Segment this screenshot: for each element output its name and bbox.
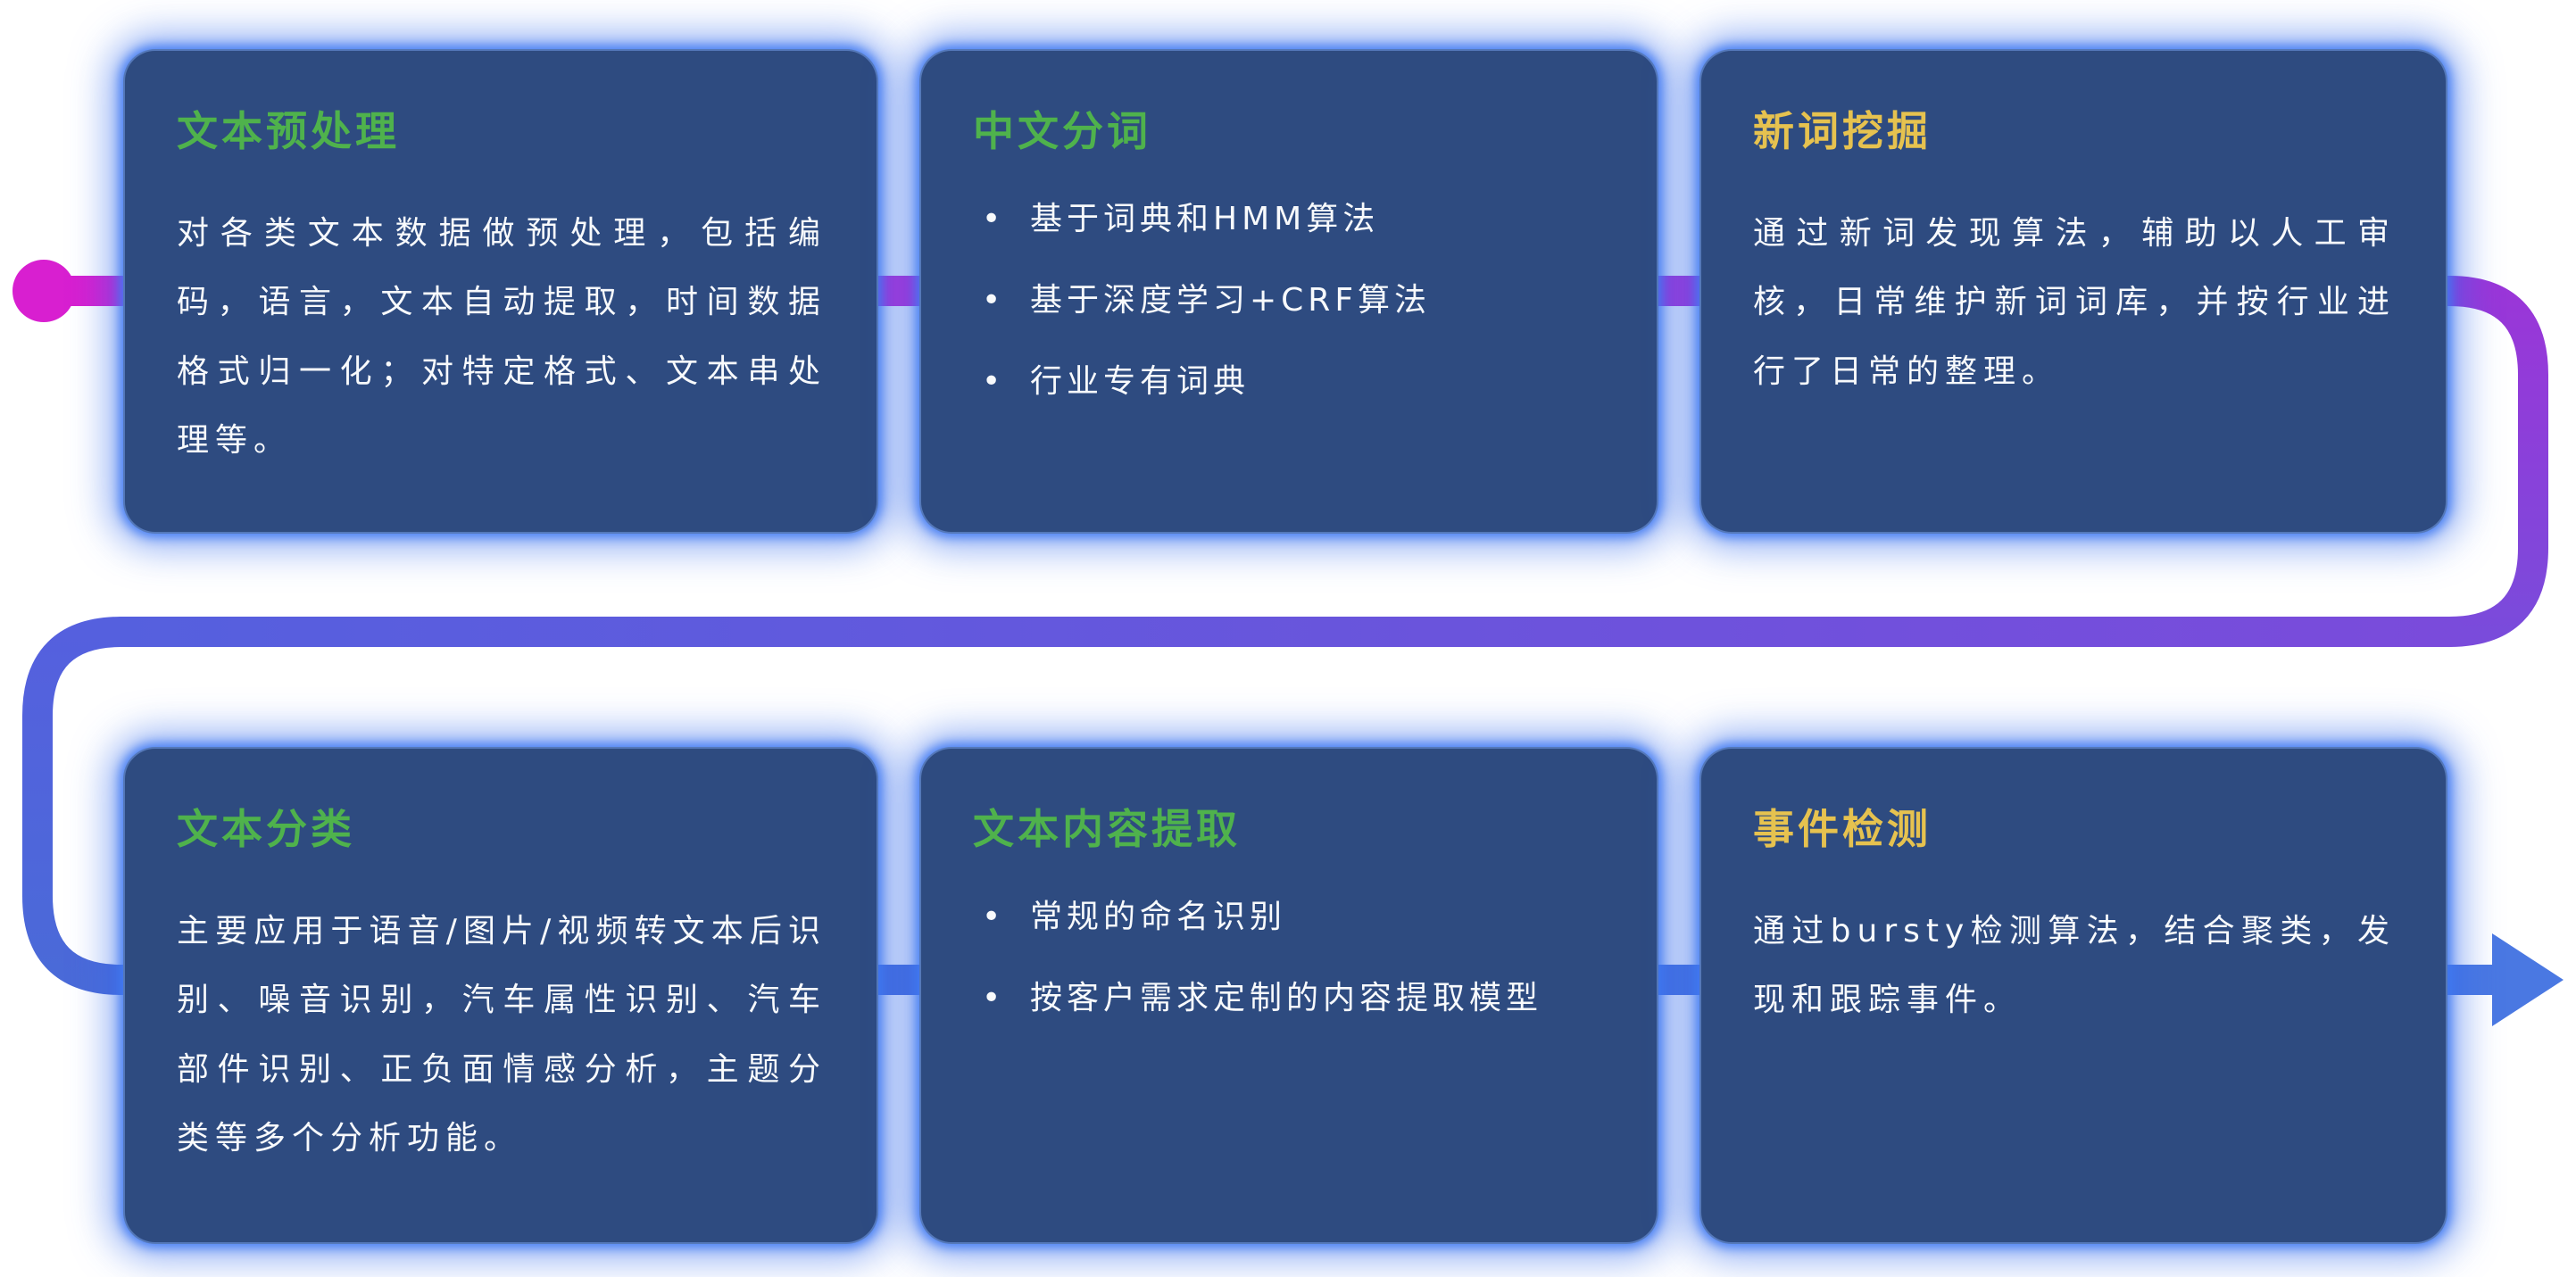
flow-segment-left-turn <box>22 617 137 995</box>
bullet-item: 常规的命名识别 <box>973 897 1607 939</box>
bullet-item: 基于深度学习+CRF算法 <box>973 280 1607 322</box>
flow-segment-right-turn <box>2434 276 2548 647</box>
card-body: 通过bursty检测算法，结合聚类，发现和跟踪事件。 <box>1753 913 2396 1019</box>
card-event-detection: 事件检测 通过bursty检测算法，结合聚类，发现和跟踪事件。 <box>1699 747 2447 1244</box>
card-title: 中文分词 <box>973 107 1151 155</box>
card-text-content-extraction: 文本内容提取 常规的命名识别按客户需求定制的内容提取模型 <box>919 747 1658 1244</box>
card-title: 文本预处理 <box>177 107 400 155</box>
card-text-preprocessing: 文本预处理 对各类文本数据做预处理，包括编码，语言，文本自动提取，时间数据格式归… <box>123 49 878 534</box>
card-title: 文本内容提取 <box>973 805 1241 853</box>
bullet-item: 按客户需求定制的内容提取模型 <box>973 978 1607 1020</box>
card-title: 新词挖掘 <box>1753 107 1932 155</box>
card-chinese-word-segmentation: 中文分词 基于词典和HMM算法基于深度学习+CRF算法行业专有词典 <box>919 49 1658 534</box>
card-body: 主要应用于语音/图片/视频转文本后识别、噪音识别，汽车属性识别、汽车部件识别、正… <box>177 913 827 1157</box>
card-bullet-list: 常规的命名识别按客户需求定制的内容提取模型 <box>973 897 1607 1020</box>
card-text-classification: 文本分类 主要应用于语音/图片/视频转文本后识别、噪音识别，汽车属性识别、汽车部… <box>123 747 878 1244</box>
card-title: 文本分类 <box>177 805 355 853</box>
card-body: 通过新词发现算法，辅助以人工审核，日常维护新词词库，并按行业进行了日常的整理。 <box>1753 215 2396 390</box>
bullet-item: 基于词典和HMM算法 <box>973 199 1607 241</box>
card-new-word-mining: 新词挖掘 通过新词发现算法，辅助以人工审核，日常维护新词词库，并按行业进行了日常… <box>1699 49 2447 534</box>
card-title: 事件检测 <box>1753 805 1932 853</box>
flow-arrow-icon <box>2492 933 2564 1026</box>
bullet-item: 行业专有词典 <box>973 361 1607 403</box>
card-body: 对各类文本数据做预处理，包括编码，语言，文本自动提取，时间数据格式归一化；对特定… <box>177 215 827 460</box>
card-bullet-list: 基于词典和HMM算法基于深度学习+CRF算法行业专有词典 <box>973 199 1607 402</box>
